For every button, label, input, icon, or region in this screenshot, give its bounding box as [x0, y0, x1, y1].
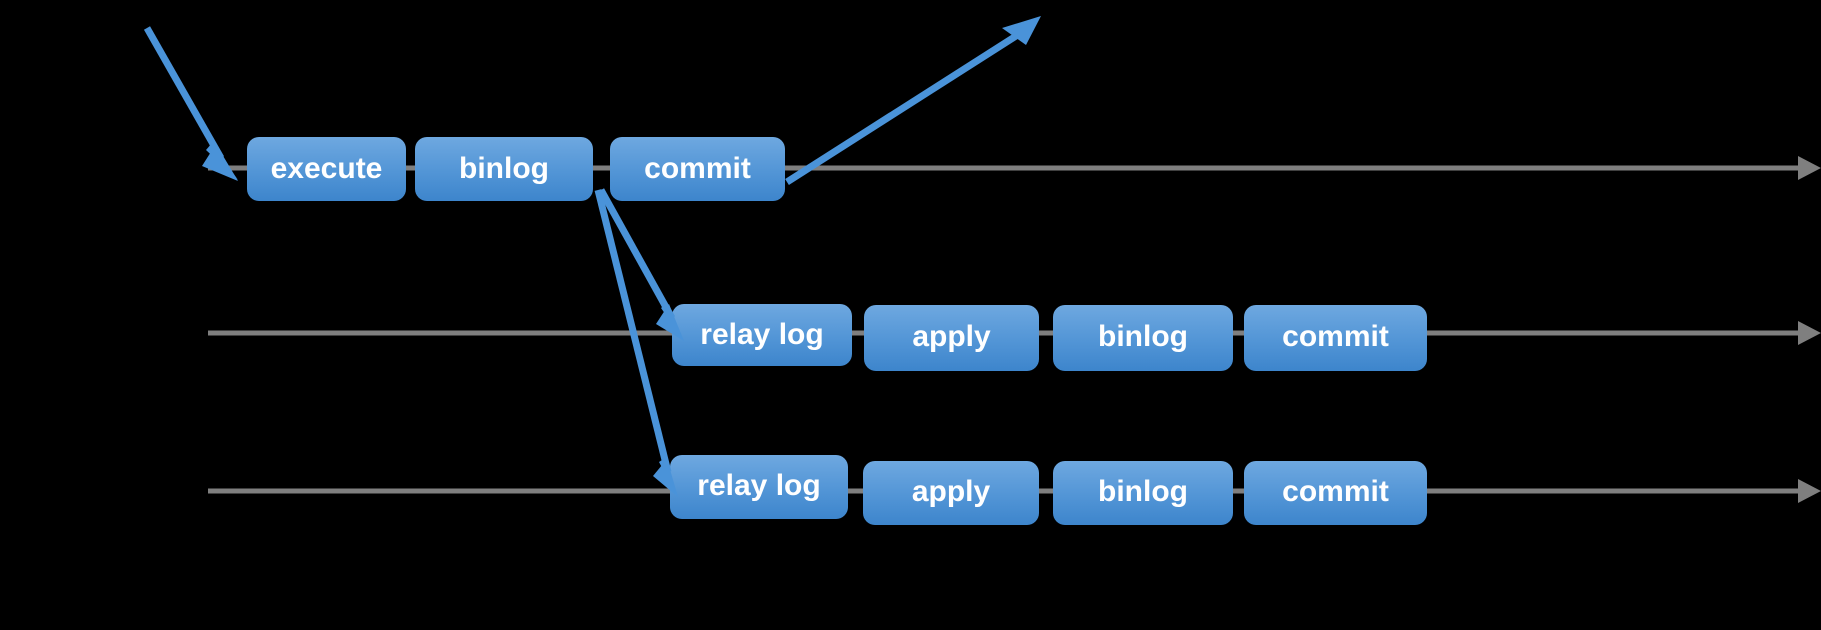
- node-execute-label: execute: [271, 152, 383, 185]
- node-apply-slave-1-label: apply: [912, 320, 991, 353]
- binlog-to-slave-2-arrow: [594, 189, 678, 497]
- node-apply-slave-1[interactable]: apply: [864, 305, 1039, 371]
- node-commit-master-label: commit: [644, 152, 751, 185]
- node-relay-log-slave-1-label: relay log: [700, 318, 823, 351]
- node-execute[interactable]: execute: [247, 137, 406, 201]
- binlog-to-slave-1-arrow: [597, 188, 684, 341]
- master-lane: execute binlog commit: [208, 137, 1821, 201]
- node-binlog-slave-1-label: binlog: [1098, 320, 1188, 353]
- node-commit-slave-2-label: commit: [1282, 475, 1389, 508]
- node-binlog-slave-2[interactable]: binlog: [1053, 461, 1233, 525]
- master-timeline-arrowhead: [1798, 156, 1821, 180]
- node-commit-slave-1-label: commit: [1282, 320, 1389, 353]
- slave-lane-2: relay log apply binlog commit: [208, 455, 1821, 525]
- node-relay-log-slave-2-label: relay log: [697, 469, 820, 502]
- client-response-out-arrow: [785, 16, 1041, 185]
- node-relay-log-slave-1[interactable]: relay log: [672, 304, 852, 366]
- slave-lane-1: relay log apply binlog commit: [208, 304, 1821, 371]
- client-request-in-arrow: [143, 26, 238, 181]
- node-commit-master[interactable]: commit: [610, 137, 785, 201]
- node-commit-slave-1[interactable]: commit: [1244, 305, 1427, 371]
- slave-2-timeline-arrowhead: [1798, 479, 1821, 503]
- slave-1-timeline-arrowhead: [1798, 321, 1821, 345]
- node-binlog-master-label: binlog: [459, 152, 549, 185]
- node-apply-slave-2-label: apply: [912, 475, 991, 508]
- node-commit-slave-2[interactable]: commit: [1244, 461, 1427, 525]
- node-binlog-slave-1[interactable]: binlog: [1053, 305, 1233, 371]
- node-binlog-master[interactable]: binlog: [415, 137, 593, 201]
- node-apply-slave-2[interactable]: apply: [863, 461, 1039, 525]
- node-binlog-slave-2-label: binlog: [1098, 475, 1188, 508]
- node-relay-log-slave-2[interactable]: relay log: [670, 455, 848, 519]
